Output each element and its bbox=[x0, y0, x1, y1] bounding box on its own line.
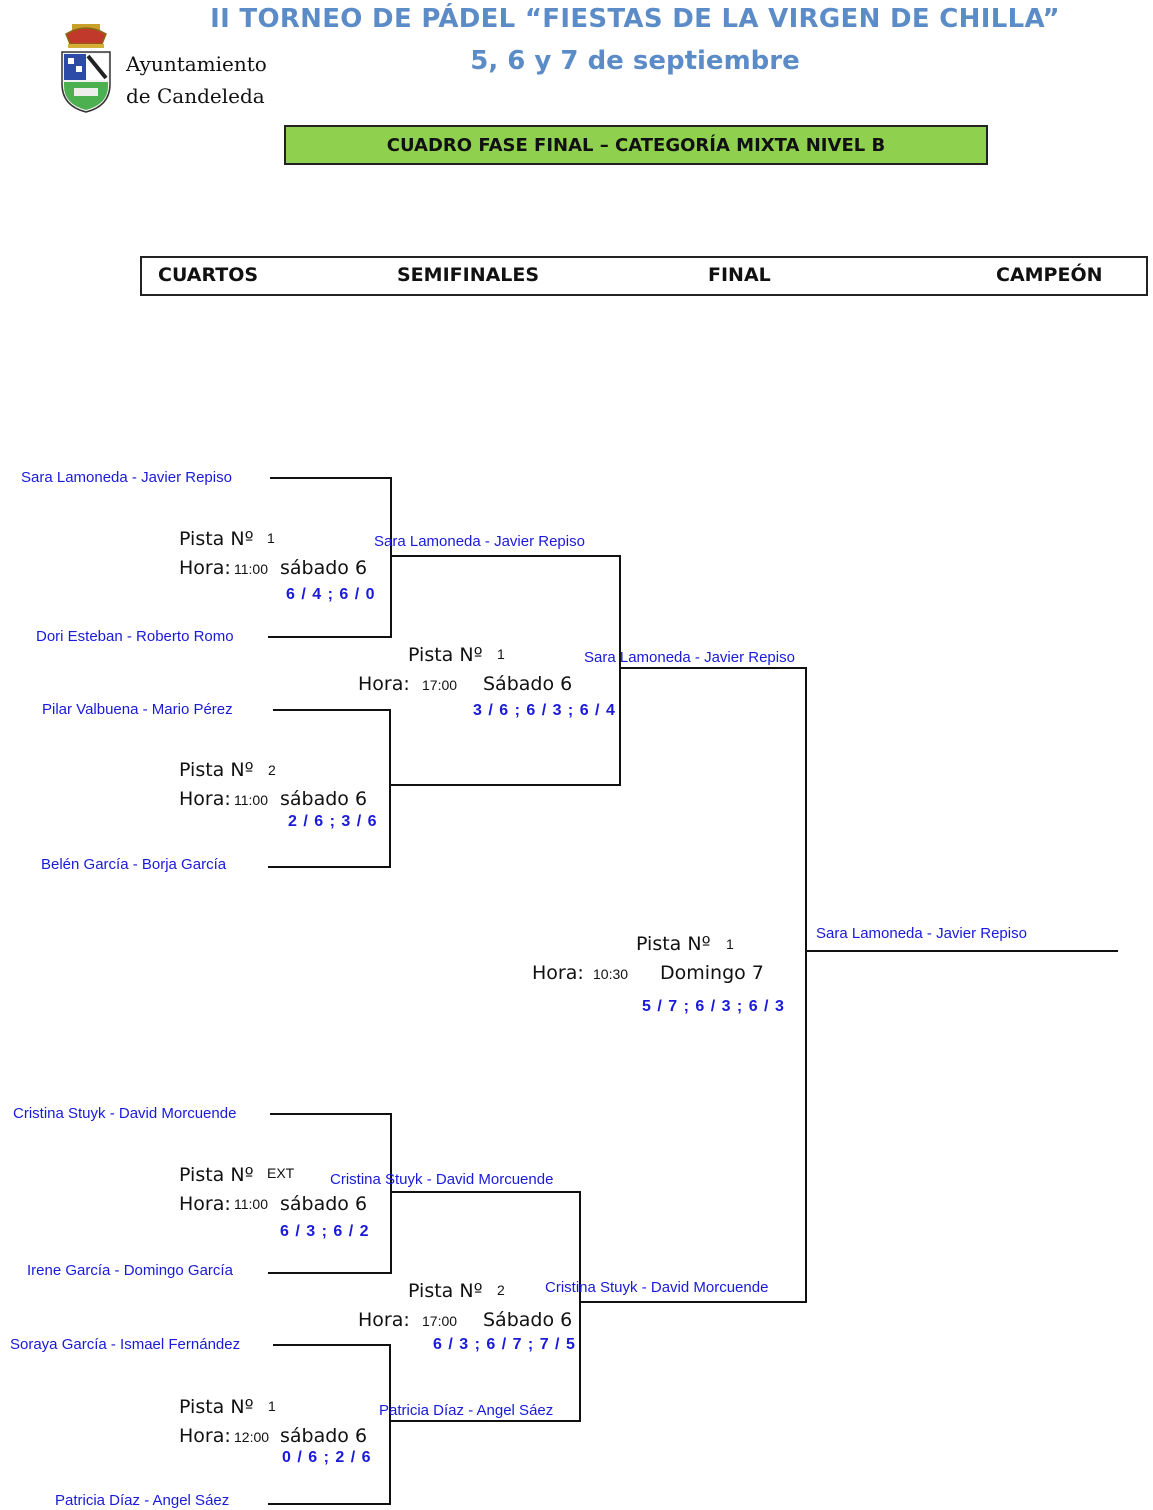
qf4-time: 12:00 bbox=[234, 1429, 270, 1445]
sf1-team1: Sara Lamoneda - Javier Repiso bbox=[374, 533, 585, 550]
qf2-score: 2 / 6 ; 3 / 6 bbox=[288, 813, 378, 830]
sf2-pista-number: 2 bbox=[497, 1282, 505, 1298]
sf1-pista-label: Pista Nº bbox=[408, 644, 483, 666]
sf1-day: Sábado 6 bbox=[483, 673, 573, 695]
sf2-score: 6 / 3 ; 6 / 7 ; 7 / 5 bbox=[433, 1336, 576, 1353]
qf4-connector bbox=[268, 1344, 391, 1505]
qf3-time: 11:00 bbox=[234, 1196, 268, 1212]
org-name-line2: de Candeleda bbox=[126, 84, 265, 108]
qf2-time: 11:00 bbox=[234, 792, 268, 808]
qf2-pista-number: 2 bbox=[268, 762, 276, 778]
qf2-team2: Belén García - Borja García bbox=[41, 856, 227, 873]
final-hora-label: Hora: bbox=[532, 962, 584, 984]
tournament-dates: 5, 6 y 7 de septiembre bbox=[470, 46, 800, 76]
qf1-hora-label: Hora: bbox=[179, 557, 231, 579]
champion-team: Sara Lamoneda - Javier Repiso bbox=[816, 925, 1027, 942]
final-connector bbox=[580, 667, 807, 1303]
sf2-connector bbox=[390, 1191, 581, 1422]
qf3-score: 6 / 3 ; 6 / 2 bbox=[280, 1223, 370, 1240]
category-banner: CUADRO FASE FINAL – CATEGORÍA MIXTA NIVE… bbox=[284, 125, 988, 165]
qf4-team1: Soraya García - Ismael Fernández bbox=[10, 1336, 241, 1353]
final-pista-label: Pista Nº bbox=[636, 933, 711, 955]
qf3-connector bbox=[268, 1113, 392, 1274]
final-pista-number: 1 bbox=[726, 936, 734, 952]
qf3-team1: Cristina Stuyk - David Morcuende bbox=[13, 1105, 237, 1122]
rounds-header bbox=[140, 256, 1148, 296]
sf2-day: Sábado 6 bbox=[483, 1309, 573, 1331]
qf3-team2: Irene García - Domingo García bbox=[27, 1262, 233, 1279]
qf3-day: sábado 6 bbox=[280, 1193, 368, 1215]
sf2-time: 17:00 bbox=[422, 1313, 458, 1329]
sf2-team1: Cristina Stuyk - David Morcuende bbox=[330, 1171, 554, 1188]
category-title: CUADRO FASE FINAL – CATEGORÍA MIXTA NIVE… bbox=[386, 134, 886, 156]
sf1-pista-number: 1 bbox=[497, 646, 505, 662]
sf2-team2: Patricia Díaz - Angel Sáez bbox=[379, 1402, 554, 1419]
qf1-team1: Sara Lamoneda - Javier Repiso bbox=[21, 469, 232, 486]
qf3-pista-label: Pista Nº bbox=[179, 1164, 254, 1186]
qf4-score: 0 / 6 ; 2 / 6 bbox=[282, 1449, 372, 1466]
coat-of-arms-icon bbox=[61, 24, 111, 113]
round-semis: SEMIFINALES bbox=[397, 264, 540, 286]
tournament-title: II TORNEO DE PÁDEL “FIESTAS DE LA VIRGEN… bbox=[210, 4, 1060, 34]
sf1-connector bbox=[390, 555, 621, 786]
org-name-line1: Ayuntamiento bbox=[126, 52, 267, 76]
qf1-pista-number: 1 bbox=[267, 530, 275, 546]
sf2-pista-label: Pista Nº bbox=[408, 1280, 483, 1302]
sf2-hora-label: Hora: bbox=[358, 1309, 410, 1331]
qf2-hora-label: Hora: bbox=[179, 788, 231, 810]
qf2-pista-label: Pista Nº bbox=[179, 759, 254, 781]
qf1-score: 6 / 4 ; 6 / 0 bbox=[286, 586, 376, 603]
qf4-hora-label: Hora: bbox=[179, 1425, 231, 1447]
qf4-pista-number: 1 bbox=[268, 1398, 276, 1414]
qf1-day: sábado 6 bbox=[280, 557, 368, 579]
qf3-hora-label: Hora: bbox=[179, 1193, 231, 1215]
qf1-pista-label: Pista Nº bbox=[179, 528, 254, 550]
qf4-day: sábado 6 bbox=[280, 1425, 368, 1447]
qf1-team2: Dori Esteban - Roberto Romo bbox=[36, 628, 234, 645]
sf1-time: 17:00 bbox=[422, 677, 458, 693]
qf1-connector bbox=[268, 477, 392, 638]
qf3-pista-number: EXT bbox=[267, 1165, 295, 1181]
sf1-score: 3 / 6 ; 6 / 3 ; 6 / 4 bbox=[473, 702, 616, 719]
qf2-connector bbox=[268, 709, 391, 868]
qf1-time: 11:00 bbox=[234, 561, 268, 577]
final-team2: Cristina Stuyk - David Morcuende bbox=[545, 1279, 769, 1296]
round-champion: CAMPEÓN bbox=[996, 264, 1103, 286]
round-quarters: CUARTOS bbox=[158, 264, 259, 286]
round-final: FINAL bbox=[708, 264, 771, 286]
sf1-hora-label: Hora: bbox=[358, 673, 410, 695]
final-team1: Sara Lamoneda - Javier Repiso bbox=[584, 649, 795, 666]
qf2-day: sábado 6 bbox=[280, 788, 368, 810]
qf2-team1: Pilar Valbuena - Mario Pérez bbox=[42, 701, 233, 718]
final-time: 10:30 bbox=[593, 966, 629, 982]
qf4-team2: Patricia Díaz - Angel Sáez bbox=[55, 1492, 230, 1509]
final-score: 5 / 7 ; 6 / 3 ; 6 / 3 bbox=[642, 998, 785, 1015]
qf4-pista-label: Pista Nº bbox=[179, 1396, 254, 1418]
final-day: Domingo 7 bbox=[660, 962, 764, 984]
